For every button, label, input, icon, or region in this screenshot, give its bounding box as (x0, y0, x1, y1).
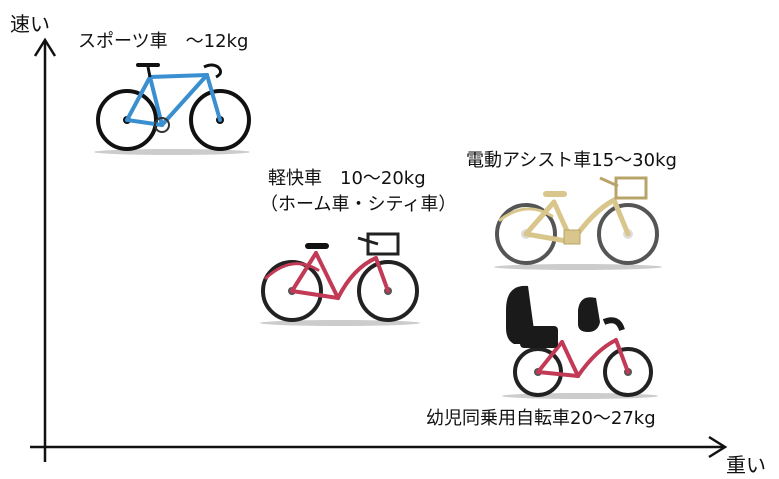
child-seat-bike-label: 幼児同乗用自転車20〜27kg (426, 408, 656, 429)
y-axis-arrowhead (33, 37, 57, 57)
city-bike-image (260, 232, 420, 326)
x-axis-arrowhead (708, 435, 728, 459)
child-seat-bike-image (502, 285, 658, 399)
y-axis-label: 速い (10, 12, 50, 36)
x-axis-label: 重い (726, 453, 766, 477)
city-bike-label: 軽快車 10〜20kg (268, 168, 426, 189)
assist-bike-label: 電動アシスト車15〜30kg (466, 150, 677, 171)
sports-bike-image (94, 63, 251, 155)
sports-bike-label: スポーツ車 〜12kg (78, 31, 249, 52)
city-bike-sublabel: （ホーム車・シティ車） (260, 194, 457, 215)
assist-bike-image (494, 176, 662, 270)
